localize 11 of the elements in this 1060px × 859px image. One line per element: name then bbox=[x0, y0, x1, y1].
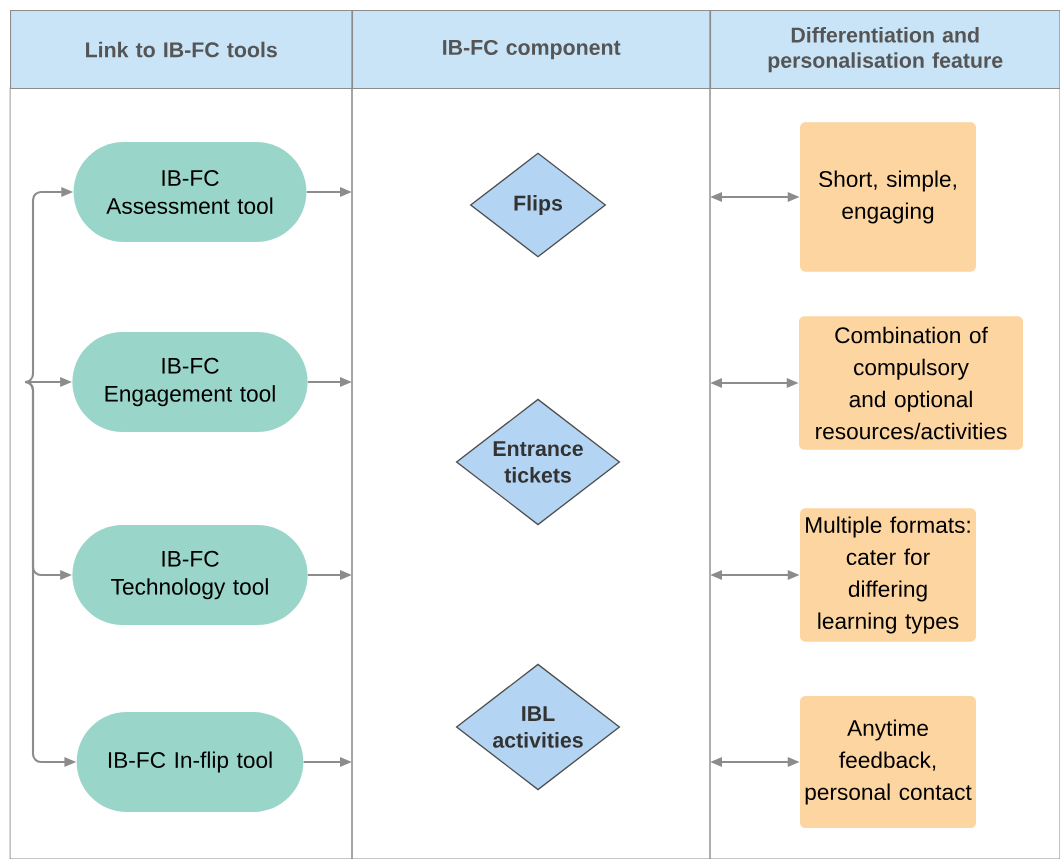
tool-stadium: IB-FC Engagement tool bbox=[72, 332, 308, 432]
column-header: IB-FC component bbox=[352, 10, 711, 90]
column-header: Differentiation and personalisation feature bbox=[710, 10, 1060, 90]
column-header: Link to IB-FC tools bbox=[10, 10, 353, 90]
feature-box: Short, simple, engaging bbox=[800, 122, 976, 272]
tool-stadium: IB-FC Assessment tool bbox=[73, 142, 307, 242]
feature-box: Multiple formats: cater for differing learning types bbox=[800, 508, 976, 642]
feature-box: Combination of compulsory and optional resources/activities bbox=[799, 316, 1023, 450]
feature-box: Anytime feedback, personal contact bbox=[800, 696, 976, 828]
tool-stadium: IB-FC Technology tool bbox=[72, 525, 308, 625]
tool-stadium: IB-FC In-flip tool bbox=[76, 712, 304, 812]
